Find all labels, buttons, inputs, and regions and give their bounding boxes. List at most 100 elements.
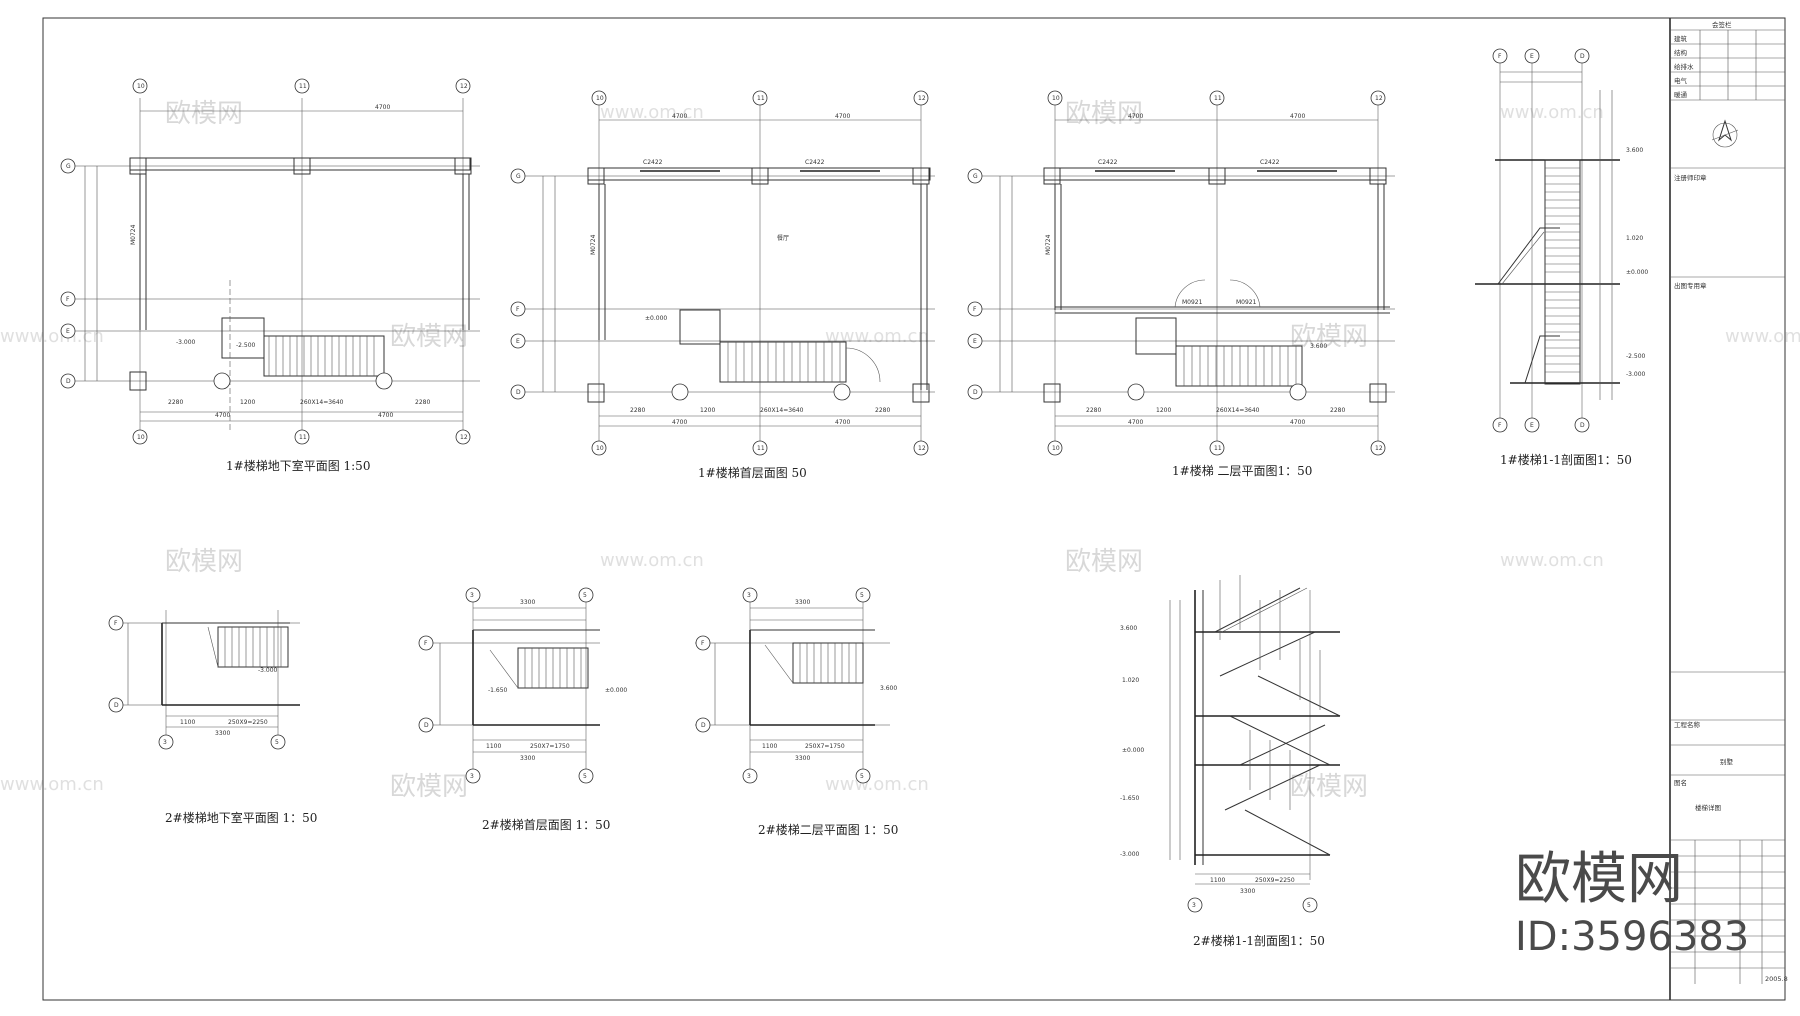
svg-text:12: 12 bbox=[918, 445, 926, 452]
svg-text:F: F bbox=[1498, 53, 1502, 60]
svg-text:5: 5 bbox=[583, 592, 587, 599]
svg-text:3: 3 bbox=[747, 773, 751, 780]
svg-text:3: 3 bbox=[747, 592, 751, 599]
svg-text:5: 5 bbox=[1307, 902, 1311, 909]
drawing-title-4: 1#楼梯1-1剖面图1：50 bbox=[1500, 452, 1632, 467]
section-1-axis-bubbles: F E D F E D bbox=[1492, 48, 1590, 433]
svg-text:4700: 4700 bbox=[672, 419, 687, 426]
plan-6-axis-bubbles: F D 3 5 3 5 bbox=[418, 587, 594, 784]
svg-text:-1.650: -1.650 bbox=[1120, 795, 1140, 802]
svg-text:-1.650: -1.650 bbox=[488, 687, 508, 694]
svg-text:11: 11 bbox=[757, 445, 765, 452]
svg-text:12: 12 bbox=[460, 83, 468, 90]
plan-2-second: 1100 250X7=1750 3300 3.600 3300 bbox=[695, 595, 897, 778]
svg-text:±0.000: ±0.000 bbox=[1626, 269, 1648, 276]
svg-text:±0.000: ±0.000 bbox=[605, 687, 627, 694]
watermark-text: 欧模网 bbox=[390, 772, 468, 802]
svg-text:4700: 4700 bbox=[1128, 419, 1143, 426]
svg-text:1.020: 1.020 bbox=[1626, 235, 1643, 242]
svg-text:11: 11 bbox=[1214, 95, 1222, 102]
plan-1-ground: 2280 1200 260X14=3640 2280 4700 4700 470… bbox=[525, 98, 935, 443]
svg-text:E: E bbox=[1530, 422, 1534, 429]
plan-2-axis-bubbles: 10 11 12 10 11 12 G F E D bbox=[510, 90, 929, 456]
svg-text:5: 5 bbox=[860, 773, 864, 780]
svg-text:D: D bbox=[973, 389, 978, 396]
svg-text:10: 10 bbox=[137, 434, 145, 441]
section-2: 3.600 1.020 ±0.000 -1.650 -3.000 1100 25… bbox=[1120, 575, 1341, 895]
svg-text:-3.000: -3.000 bbox=[258, 667, 278, 674]
watermark-url: www.om.cn bbox=[825, 774, 929, 795]
svg-text:1100: 1100 bbox=[486, 743, 501, 750]
svg-text:F: F bbox=[516, 306, 520, 313]
svg-text:12: 12 bbox=[460, 434, 468, 441]
svg-text:10: 10 bbox=[1052, 445, 1060, 452]
svg-text:3300: 3300 bbox=[520, 755, 535, 762]
drawing-title-8: 2#楼梯1-1剖面图1：50 bbox=[1193, 933, 1325, 948]
watermark-text: 欧模网 bbox=[1290, 322, 1368, 352]
watermark-url: www.om.cn bbox=[825, 326, 929, 347]
svg-text:D: D bbox=[701, 722, 706, 729]
svg-text:±0.000: ±0.000 bbox=[1122, 747, 1144, 754]
svg-text:-3.000: -3.000 bbox=[1626, 371, 1646, 378]
svg-text:3.600: 3.600 bbox=[1310, 343, 1327, 350]
svg-text:3300: 3300 bbox=[795, 599, 810, 606]
svg-text:2280: 2280 bbox=[1330, 407, 1345, 414]
plan-2-basement: 1100 250X9=2250 3300 -3.000 bbox=[110, 610, 300, 745]
plan-1-axis-bubbles: 10 11 12 10 11 12 G F E D bbox=[60, 78, 471, 445]
svg-text:4700: 4700 bbox=[835, 113, 850, 120]
brand-id: ID:3596383 bbox=[1515, 914, 1749, 960]
svg-text:D: D bbox=[66, 378, 71, 385]
svg-text:2280: 2280 bbox=[630, 407, 645, 414]
svg-text:E: E bbox=[973, 338, 977, 345]
svg-text:给排水: 给排水 bbox=[1674, 62, 1694, 71]
svg-text:暖通: 暖通 bbox=[1674, 90, 1688, 99]
watermark-url: www.om.cn bbox=[1500, 102, 1604, 123]
watermark-text: 欧模网 bbox=[390, 322, 468, 352]
svg-text:G: G bbox=[66, 163, 71, 170]
svg-text:12: 12 bbox=[918, 95, 926, 102]
svg-text:C2422: C2422 bbox=[643, 159, 663, 166]
section-1: 3.600 1.020 ±0.000 -2.500 -3.000 bbox=[1475, 58, 1648, 420]
svg-text:F: F bbox=[66, 296, 70, 303]
svg-text:3.600: 3.600 bbox=[1120, 625, 1137, 632]
svg-text:4700: 4700 bbox=[375, 104, 390, 111]
svg-text:1200: 1200 bbox=[1156, 407, 1171, 414]
svg-text:10: 10 bbox=[137, 83, 145, 90]
svg-text:1100: 1100 bbox=[1210, 877, 1225, 884]
svg-text:F: F bbox=[701, 640, 705, 647]
watermark-text: 欧模网 bbox=[1065, 99, 1143, 129]
north-arrow-icon bbox=[1711, 119, 1739, 148]
svg-text:2280: 2280 bbox=[168, 399, 183, 406]
svg-text:2280: 2280 bbox=[415, 399, 430, 406]
svg-text:5: 5 bbox=[583, 773, 587, 780]
plan-3-axis-bubbles: 10 11 12 10 11 12 G F E D bbox=[967, 90, 1386, 456]
svg-text:1100: 1100 bbox=[180, 719, 195, 726]
drawing-title-2: 1#楼梯首层面图 50 bbox=[698, 465, 807, 480]
svg-text:C2422: C2422 bbox=[1260, 159, 1280, 166]
svg-text:-2.500: -2.500 bbox=[1626, 353, 1646, 360]
watermark-text: 欧模网 bbox=[165, 547, 243, 577]
svg-text:2280: 2280 bbox=[1086, 407, 1101, 414]
drawing-title-1: 1#楼梯地下室平面图 1:50 bbox=[226, 458, 370, 473]
watermark-text: 欧模网 bbox=[1065, 547, 1143, 577]
svg-text:M0724: M0724 bbox=[1045, 234, 1052, 255]
svg-text:1200: 1200 bbox=[700, 407, 715, 414]
svg-text:5: 5 bbox=[860, 592, 864, 599]
project-name: 别墅 bbox=[1720, 757, 1734, 766]
drawing-name: 楼梯详图 bbox=[1695, 803, 1721, 812]
svg-text:F: F bbox=[424, 640, 428, 647]
svg-text:G: G bbox=[516, 173, 521, 180]
svg-text:C2422: C2422 bbox=[1098, 159, 1118, 166]
drawing-title-5: 2#楼梯地下室平面图 1：50 bbox=[165, 810, 317, 825]
svg-text:250X7=1750: 250X7=1750 bbox=[530, 743, 570, 750]
svg-text:D: D bbox=[516, 389, 521, 396]
plan-2-ground: 1100 250X7=1750 3300 -1.650 ±0.000 3300 bbox=[420, 595, 627, 778]
svg-text:3.600: 3.600 bbox=[1626, 147, 1643, 154]
svg-text:结构: 结构 bbox=[1674, 48, 1688, 57]
svg-text:10: 10 bbox=[596, 95, 604, 102]
svg-text:260X14=3640: 260X14=3640 bbox=[1216, 407, 1260, 414]
svg-text:M0921: M0921 bbox=[1236, 299, 1257, 306]
svg-text:±0.000: ±0.000 bbox=[645, 315, 667, 322]
svg-text:2280: 2280 bbox=[875, 407, 890, 414]
